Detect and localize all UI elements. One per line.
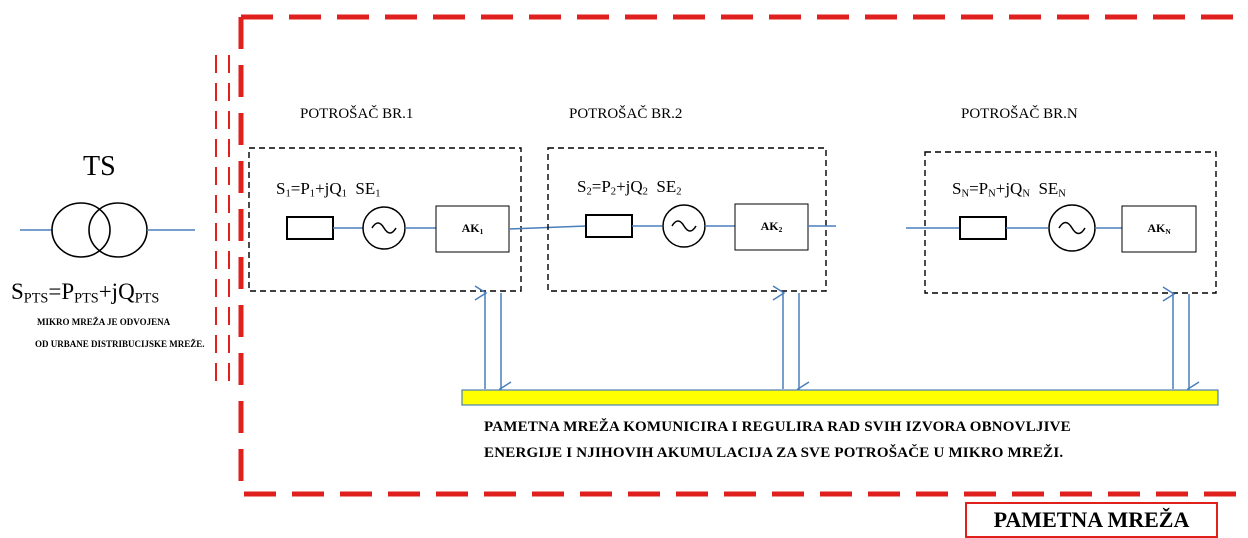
consumer-1-ak-label: AK1	[461, 221, 484, 236]
consumer-n-title: POTROŠAČ BR.N	[961, 106, 1078, 122]
consumer-1-comm-arrows	[474, 285, 512, 397]
consumer-2-ak-box	[734, 203, 809, 251]
consumer-1-formula: S1=P1+jQ1 SE1	[276, 179, 381, 200]
smart-grid-badge: PAMETNA MREŽA	[965, 502, 1218, 538]
consumer-2-load-icon	[585, 214, 633, 238]
consumer-n-formula: SN=PN+jQN SEN	[952, 179, 1066, 200]
consumer-n-box	[924, 151, 1217, 294]
consumer-2-formula: S2=P2+jQ2 SE2	[577, 177, 682, 198]
consumer-2-box	[547, 147, 827, 292]
consumer-n-load-icon	[959, 216, 1007, 240]
separation-note-line-1: MIKRO MREŽA JE ODVOJENA	[37, 317, 171, 327]
consumer-2-comm-arrows	[772, 285, 810, 397]
transformer-power-formula: SPTS=PPTS+jQPTS	[11, 279, 160, 307]
bus-description-line-2: ENERGIJE I NJIHOVIH AKUMULACIJA ZA SVE P…	[484, 445, 1064, 461]
consumer-1-title: POTROŠAČ BR.1	[300, 106, 414, 122]
consumer-1-box	[248, 147, 522, 292]
consumer-2-title: POTROŠAČ BR.2	[569, 106, 683, 122]
transformer-title: TS	[83, 151, 116, 182]
consumer-n-comm-arrows	[1162, 286, 1200, 397]
consumer-2-ak-label: AK2	[760, 219, 783, 234]
smart-grid-bus	[461, 389, 1219, 406]
transformer-symbol	[20, 202, 195, 258]
bus-description-line-1: PAMETNA MREŽA KOMUNICIRA I REGULIRA RAD …	[484, 419, 1071, 435]
consumer-n-ak-box	[1121, 205, 1197, 253]
smart-grid-boundary	[238, 14, 1248, 497]
separation-note-line-2: OD URBANE DISTRIBUCIJSKE MREŽE.	[35, 339, 205, 349]
consumer-n-ak-label: AKN	[1147, 221, 1171, 236]
consumer-1-load-icon	[286, 216, 334, 240]
